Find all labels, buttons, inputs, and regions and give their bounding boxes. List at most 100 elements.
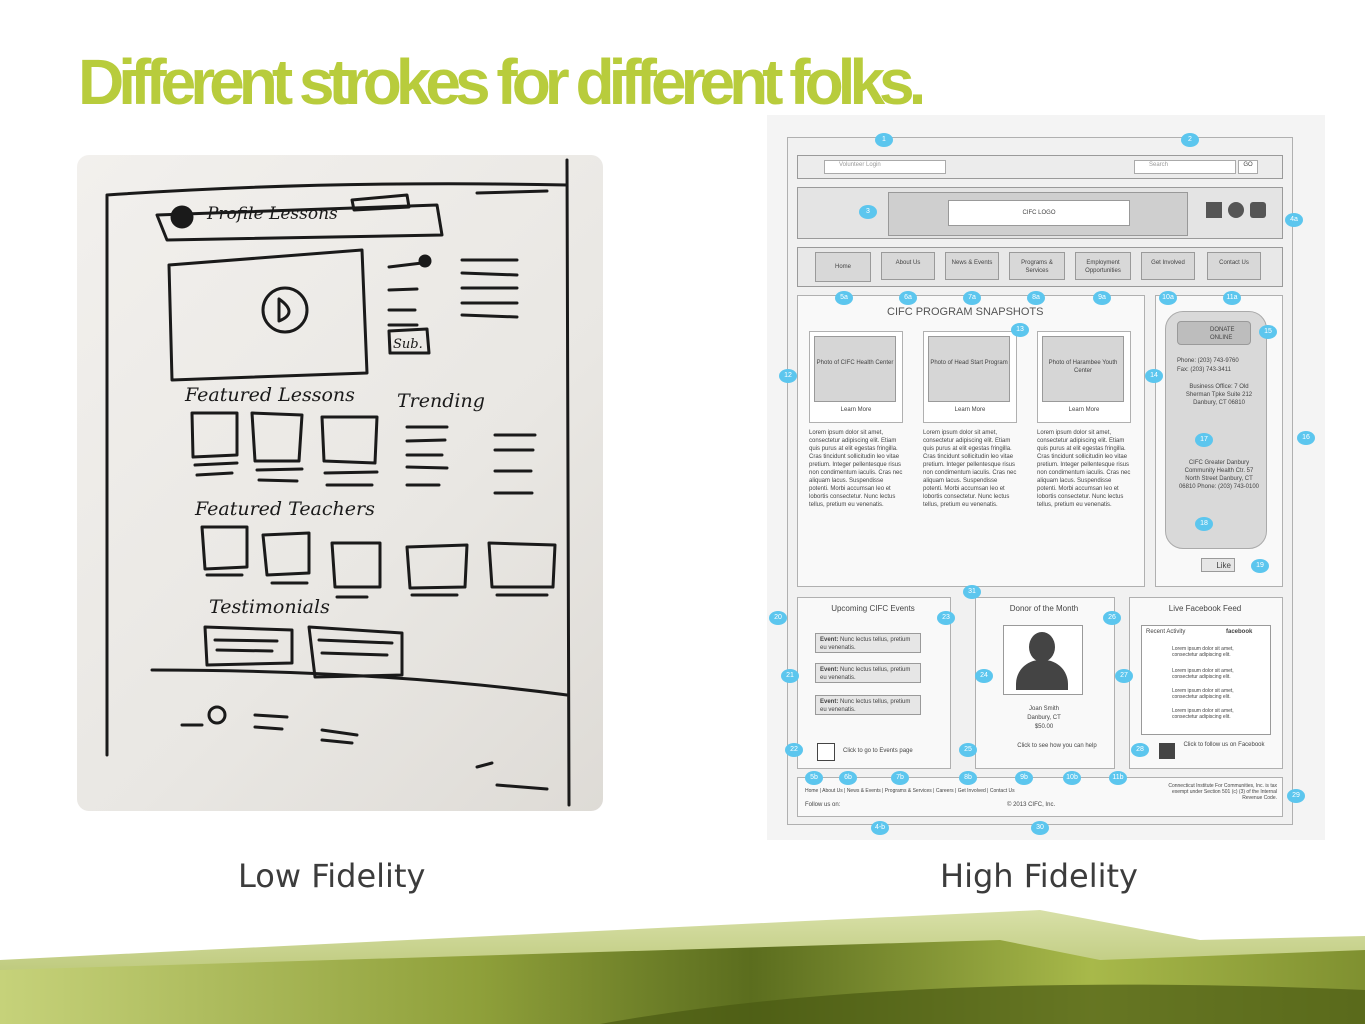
annotation-marker: 11b	[1109, 771, 1127, 785]
annotation-marker: 7a	[963, 291, 981, 305]
fb-item-3: Lorem ipsum dolor sit amet, consectetur …	[1172, 688, 1234, 700]
program-text-1: Lorem ipsum dolor sit amet, consectetur …	[809, 430, 903, 508]
annotation-marker: 19	[1251, 559, 1269, 573]
fb-item-1: Lorem ipsum dolor sit amet, consectetur …	[1172, 646, 1234, 658]
annotation-marker: 4-b	[871, 821, 889, 835]
sketch-trending-label: Trending	[397, 390, 485, 412]
slide-title: Different strokes for different folks.	[78, 46, 926, 118]
wireframe-search-input: Search	[1134, 160, 1236, 174]
health-center-address: CIFC Greater Danbury Community Health Ct…	[1178, 460, 1260, 490]
contact-card	[1165, 311, 1267, 549]
donor-link: Click to see how you can help	[1017, 743, 1097, 749]
annotation-marker: 8b	[959, 771, 977, 785]
annotation-marker: 9b	[1015, 771, 1033, 785]
youtube-icon	[1250, 202, 1266, 218]
events-title: Upcoming CIFC Events	[831, 604, 915, 613]
donor-amount: $50.00	[1034, 724, 1054, 730]
fb-item-2: Lorem ipsum dolor sit amet, consectetur …	[1172, 668, 1234, 680]
annotation-marker: 14	[1145, 369, 1163, 383]
low-fidelity-caption: Low Fidelity	[238, 857, 426, 895]
calendar-icon	[817, 743, 835, 761]
program-card-1: Photo of CIFC Health Center Learn More	[809, 331, 903, 423]
wireframe-footer	[797, 777, 1283, 817]
nav-get-involved: Get Involved	[1141, 252, 1195, 280]
fb-recent-activity: Recent Activity	[1146, 629, 1186, 635]
footer-legal: Connecticut Institute For Communities, I…	[1168, 783, 1277, 801]
donor-photo	[1003, 625, 1083, 695]
annotation-marker: 18	[1195, 517, 1213, 531]
annotation-marker: 20	[769, 611, 787, 625]
sketch-testimonials-label: Testimonials	[209, 596, 330, 618]
donor-name: Joan Smith	[1028, 706, 1059, 712]
wireframe-go-button: GO	[1238, 160, 1258, 174]
program-photo-1: Photo of CIFC Health Center	[814, 336, 896, 402]
donate-online-button: DONATE ONLINE	[1177, 321, 1251, 345]
nav-home: Home	[815, 252, 871, 282]
program-text-2: Lorem ipsum dolor sit amet, consectetur …	[923, 430, 1017, 508]
facebook-icon	[1206, 202, 1222, 218]
annotation-marker: 31	[963, 585, 981, 599]
annotation-marker: 3	[859, 205, 877, 219]
high-fidelity-wireframe: Volunteer Login Search GO CIFC LOGO Home…	[767, 115, 1325, 840]
annotation-marker: 5b	[805, 771, 823, 785]
social-icons	[1206, 200, 1266, 222]
business-office: Business Office: 7 Old Sherman Tpke Suit…	[1185, 384, 1253, 406]
sketch-header-label: Profile Lessons	[206, 204, 338, 224]
annotation-marker: 21	[781, 669, 799, 683]
sketch-featured-teachers-label: Featured Teachers	[194, 498, 375, 520]
annotation-marker: 24	[975, 669, 993, 683]
annotation-marker: 2	[1181, 133, 1199, 147]
fb-item-4: Lorem ipsum dolor sit amet, consectetur …	[1172, 708, 1234, 720]
annotation-marker: 5a	[835, 291, 853, 305]
program-learn-more-2: Learn More	[954, 407, 986, 413]
program-text-3: Lorem ipsum dolor sit amet, consectetur …	[1037, 430, 1131, 508]
facebook-title: Live Facebook Feed	[1168, 604, 1242, 613]
program-learn-more-3: Learn More	[1068, 407, 1100, 413]
program-card-3: Photo of Harambee Youth Center Learn Mor…	[1037, 331, 1131, 423]
annotation-marker: 6a	[899, 291, 917, 305]
annotation-marker: 10a	[1159, 291, 1177, 305]
like-button: Like	[1201, 558, 1235, 572]
nav-about-us: About Us	[881, 252, 935, 280]
annotation-marker: 1	[875, 133, 893, 147]
decorative-bottom-band	[0, 910, 1365, 1024]
wireframe-logo-bar: CIFC LOGO	[797, 187, 1283, 239]
nav-news-events: News & Events	[945, 252, 999, 280]
annotation-marker: 4a	[1285, 213, 1303, 227]
facebook-feed: Recent Activity facebook Lorem ipsum dol…	[1141, 625, 1271, 735]
avatar-icon	[1029, 632, 1055, 662]
nav-employment: Employment Opportunities	[1075, 252, 1131, 280]
annotation-marker: 27	[1115, 669, 1133, 683]
event-item-3: Event: Nunc lectus tellus, pretium eu ve…	[815, 695, 921, 715]
footer-follow: Follow us on:	[805, 802, 841, 808]
snapshots-title: CIFC PROGRAM SNAPSHOTS	[887, 306, 1044, 318]
annotation-marker: 9a	[1093, 291, 1111, 305]
contact-fax: Fax: (203) 743-3411	[1177, 367, 1231, 373]
facebook-link: Click to follow us on Facebook	[1183, 742, 1265, 748]
sketch-drawing: Profile Lessons Sub. Featured Lessons Tr…	[105, 158, 571, 807]
contact-phone: Phone: (203) 743-9760	[1177, 358, 1239, 364]
annotation-marker: 23	[937, 611, 955, 625]
annotation-marker: 11a	[1223, 291, 1241, 305]
annotation-marker: 8a	[1027, 291, 1045, 305]
high-fidelity-caption: High Fidelity	[940, 857, 1138, 895]
annotation-marker: 28	[1131, 743, 1149, 757]
wireframe-top-bar: Volunteer Login Search GO	[797, 155, 1283, 179]
annotation-marker: 26	[1103, 611, 1121, 625]
footer-links: Home | About Us | News & Events | Progra…	[805, 788, 1015, 794]
annotation-marker: 30	[1031, 821, 1049, 835]
facebook-icon	[1159, 743, 1175, 759]
annotation-marker: 13	[1011, 323, 1029, 337]
annotation-marker: 6b	[839, 771, 857, 785]
sketch-featured-lessons-label: Featured Lessons	[184, 384, 355, 406]
volunteer-login-select: Volunteer Login	[824, 160, 946, 174]
annotation-marker: 10b	[1063, 771, 1081, 785]
annotation-marker: 25	[959, 743, 977, 757]
donor-title: Donor of the Month	[1009, 604, 1079, 613]
events-link: Click to go to Events page	[843, 748, 913, 754]
annotation-marker: 29	[1287, 789, 1305, 803]
wireframe-logo: CIFC LOGO	[948, 200, 1130, 226]
twitter-icon	[1228, 202, 1244, 218]
donor-city: Danbury, CT	[1027, 715, 1061, 721]
program-learn-more-1: Learn More	[840, 407, 872, 413]
